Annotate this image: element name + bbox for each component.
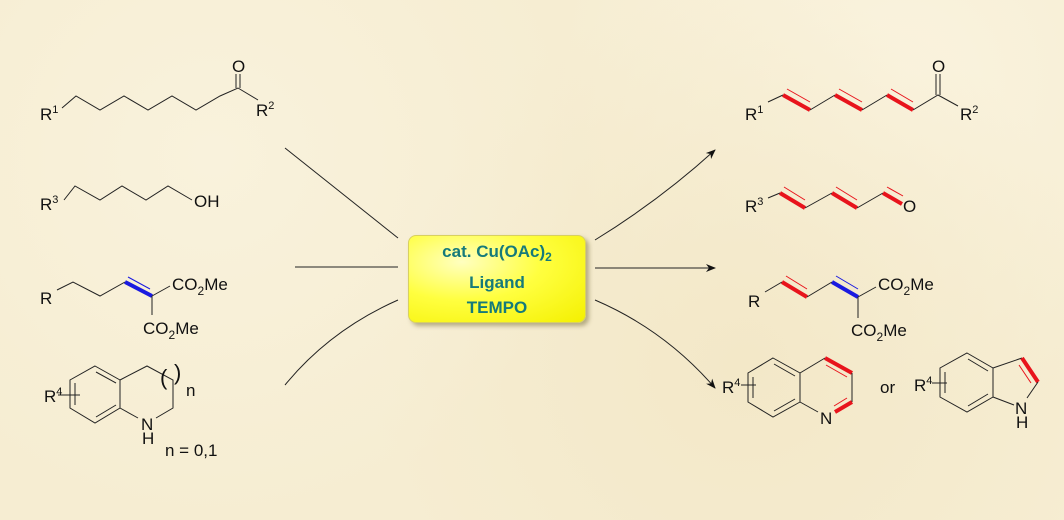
svg-text:O: O bbox=[903, 197, 916, 216]
input-arrows bbox=[284, 147, 399, 386]
svg-text:N: N bbox=[820, 409, 832, 428]
svg-text:H: H bbox=[1016, 413, 1028, 432]
svg-text:N: N bbox=[141, 415, 153, 434]
svg-text:R1: R1 bbox=[40, 104, 58, 124]
ligand-label: Ligand bbox=[469, 272, 525, 292]
product-diene-malonate: R CO2Me CO2Me bbox=[748, 275, 934, 344]
svg-text:): ) bbox=[174, 360, 181, 385]
svg-text:CO2Me: CO2Me bbox=[143, 319, 199, 342]
oxidant-label: TEMPO bbox=[466, 297, 528, 317]
or-label: or bbox=[880, 378, 895, 397]
svg-text:O: O bbox=[232, 57, 245, 76]
product-quinoline: N R4 bbox=[722, 356, 854, 428]
substrate-alcohol: R3 OH bbox=[40, 185, 220, 214]
svg-text:H: H bbox=[142, 429, 154, 448]
substrate-malonate: R CO2Me CO2Me bbox=[40, 275, 228, 342]
output-arrows bbox=[594, 149, 716, 389]
svg-text:O: O bbox=[932, 57, 945, 76]
svg-text:R1: R1 bbox=[745, 104, 763, 124]
svg-text:R: R bbox=[40, 289, 52, 308]
svg-text:R4: R4 bbox=[44, 386, 62, 406]
substrate-ketone: R1 O R2 bbox=[40, 57, 274, 124]
product-trienone: R1 O R2 bbox=[745, 57, 978, 124]
catalyst-label: cat. Cu(OAc)2 bbox=[442, 241, 552, 264]
svg-text:R4: R4 bbox=[914, 375, 932, 395]
svg-text:(: ( bbox=[160, 365, 168, 390]
svg-text:N: N bbox=[1015, 399, 1027, 418]
svg-text:n = 0,1: n = 0,1 bbox=[165, 441, 217, 460]
svg-text:OH: OH bbox=[194, 192, 220, 211]
svg-text:R2: R2 bbox=[256, 100, 274, 120]
svg-text:R3: R3 bbox=[40, 194, 58, 214]
product-dienal: R3 O bbox=[745, 186, 916, 216]
svg-text:CO2Me: CO2Me bbox=[851, 321, 907, 344]
substrate-cyclic-amine: R4 N H ( ) n n = 0,1 bbox=[44, 360, 217, 460]
svg-text:R4: R4 bbox=[722, 377, 740, 397]
product-indole: N H R4 bbox=[914, 352, 1040, 432]
svg-text:CO2Me: CO2Me bbox=[878, 275, 934, 298]
svg-text:R: R bbox=[748, 292, 760, 311]
svg-text:n: n bbox=[186, 381, 195, 400]
svg-text:CO2Me: CO2Me bbox=[172, 275, 228, 298]
svg-text:R3: R3 bbox=[745, 196, 763, 216]
reagents-box: cat. Cu(OAc)2 Ligand TEMPO bbox=[408, 235, 586, 323]
svg-text:R2: R2 bbox=[960, 104, 978, 124]
